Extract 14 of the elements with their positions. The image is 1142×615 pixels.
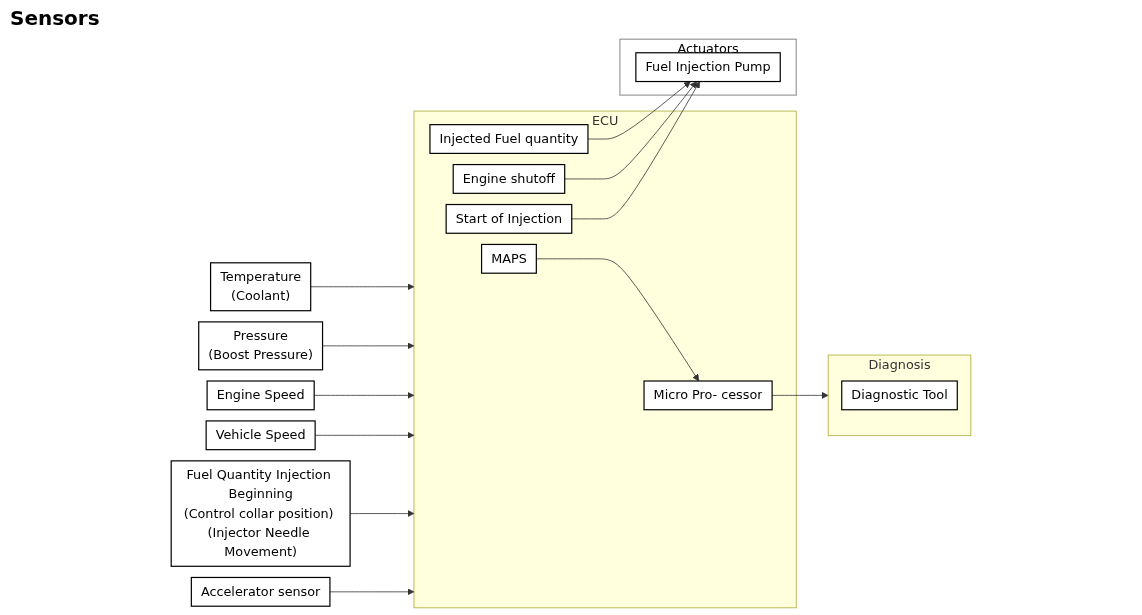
node-box: Accelerator sensor	[190, 576, 331, 607]
node-box: Vehicle Speed	[205, 420, 316, 451]
node-box: Fuel Quantity Injection Beginning (Control collar position) (Injector Needle Movement)	[170, 460, 351, 567]
node-box: Diagnostic Tool	[841, 380, 958, 411]
node-box: MAPS	[480, 243, 537, 274]
node-box: Injected Fuel quantity	[429, 124, 589, 154]
node-box: Fuel Injection Pump	[635, 52, 781, 83]
node-box: Engine Speed	[206, 380, 315, 411]
node-box: Pressure (Boost Pressure)	[198, 321, 324, 371]
node-box: Engine shutoff	[452, 164, 566, 194]
column-heading: Sensors	[10, 6, 100, 30]
node-box: Micro Pro- cessor	[643, 380, 773, 411]
node-box: Temperature (Coolant)	[209, 262, 312, 312]
node-box: Start of Injection	[445, 203, 573, 234]
